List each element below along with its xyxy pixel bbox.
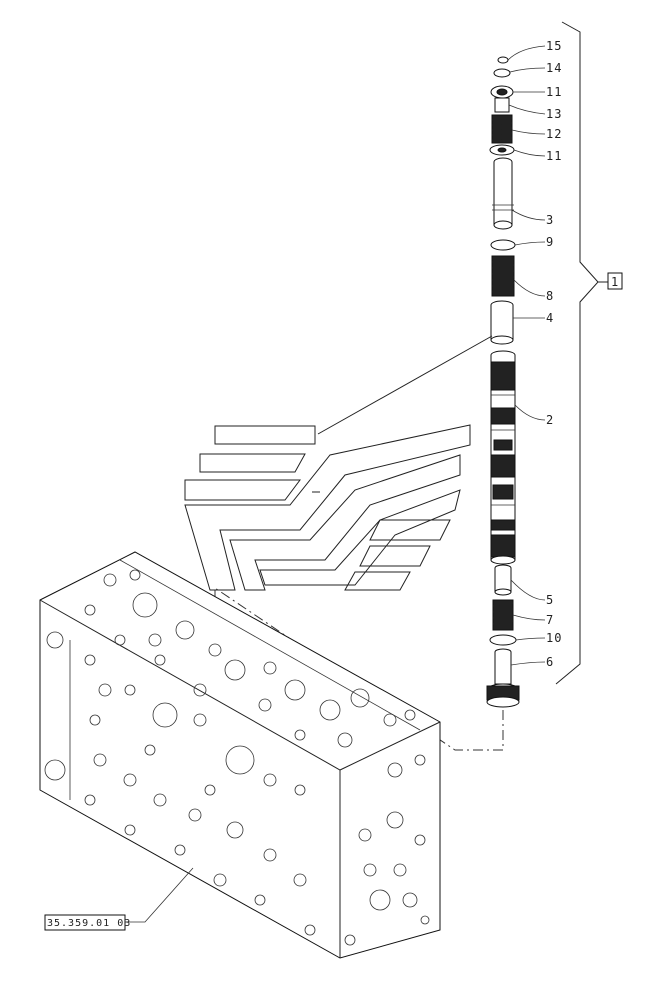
callout-11-bottom: 11 <box>546 149 562 163</box>
part-8-spring <box>491 255 515 297</box>
part-4-bushing <box>490 300 514 345</box>
callout-7: 7 <box>546 613 554 627</box>
callout-8: 8 <box>546 289 554 303</box>
valve-body <box>39 551 441 959</box>
callout-6: 6 <box>546 655 554 669</box>
group-label: 1 <box>611 275 619 289</box>
spool-assembly <box>486 56 520 708</box>
part-12-spring <box>491 114 513 144</box>
part-14-ring <box>493 68 511 78</box>
leader-lines <box>507 45 546 666</box>
watermark-logo <box>184 335 493 591</box>
callout-13: 13 <box>546 107 562 121</box>
callout-15: 15 <box>546 39 562 53</box>
callout-4: 4 <box>546 311 554 325</box>
callout-9: 9 <box>546 235 554 249</box>
callout-2: 2 <box>546 413 554 427</box>
part-9-oring <box>490 239 516 251</box>
group-bracket: 1 <box>555 21 623 685</box>
callout-14: 14 <box>546 61 562 75</box>
callout-5: 5 <box>546 593 554 607</box>
part-5-plug <box>494 564 512 596</box>
part-6-end-cap <box>486 648 520 708</box>
part-10-oring <box>489 634 517 646</box>
callout-11-top: 11 <box>546 85 562 99</box>
callout-12: 12 <box>546 127 562 141</box>
callout-labels: 15 14 11 13 12 11 3 9 8 4 2 5 7 10 6 <box>546 39 562 669</box>
part-7-spring <box>492 599 514 631</box>
assembly-axis-line <box>214 587 504 751</box>
part-15-oring <box>497 56 509 64</box>
callout-3: 3 <box>546 213 554 227</box>
part-2-spool <box>490 350 516 565</box>
reference-code: 35.359.01 03 <box>47 918 131 929</box>
part-13-cap <box>494 97 510 113</box>
callout-10: 10 <box>546 631 562 645</box>
part-3-sleeve <box>492 157 514 230</box>
reference-code-box: 35.359.01 03 <box>44 867 194 931</box>
